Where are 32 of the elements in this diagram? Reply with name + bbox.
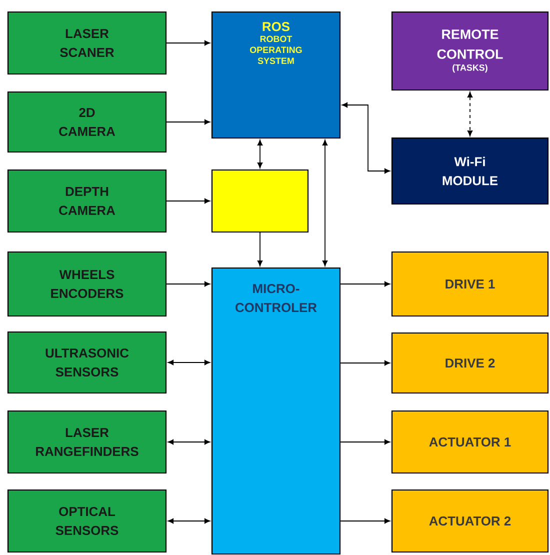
arrow	[257, 140, 263, 168]
sensor-box: LASER RANGEFINDERS	[7, 410, 167, 474]
arrow	[340, 439, 390, 445]
remote-box: REMOTE CONTROL (TASKS)	[391, 11, 549, 91]
module-box: Wi-Fi MODULE	[391, 137, 549, 205]
arrow	[168, 518, 210, 524]
output-box: DRIVE 1	[391, 251, 549, 317]
arrow	[168, 439, 210, 445]
arrow	[340, 360, 390, 366]
sensor-box: ULTRASONIC SENSORS	[7, 331, 167, 394]
sensor-box: DEPTH CAMERA	[7, 169, 167, 233]
arrow	[257, 232, 263, 266]
sensor-box: WHEELS ENCODERS	[7, 251, 167, 317]
arrow	[166, 40, 210, 46]
processor-box: ROS ROBOT OPERATING SYSTEM	[211, 11, 341, 139]
sensor-box: OPTICAL SENSORS	[7, 489, 167, 553]
output-box: DRIVE 2	[391, 332, 549, 394]
arrow	[168, 360, 210, 366]
arrow	[467, 92, 473, 136]
sensor-box: 2D CAMERA	[7, 91, 167, 153]
arrow	[322, 140, 328, 266]
output-box: ACTUATOR 2	[391, 489, 549, 553]
arrow	[166, 119, 210, 125]
arrow	[166, 198, 210, 204]
arrow	[340, 281, 390, 287]
controller-box: MICRO- CONTROLER	[211, 267, 341, 555]
arrow	[166, 281, 210, 287]
output-box: ACTUATOR 1	[391, 410, 549, 474]
arrow	[340, 518, 390, 524]
arrow	[342, 102, 390, 174]
processor-box	[211, 169, 309, 233]
sensor-box: LASER SCANER	[7, 11, 167, 75]
